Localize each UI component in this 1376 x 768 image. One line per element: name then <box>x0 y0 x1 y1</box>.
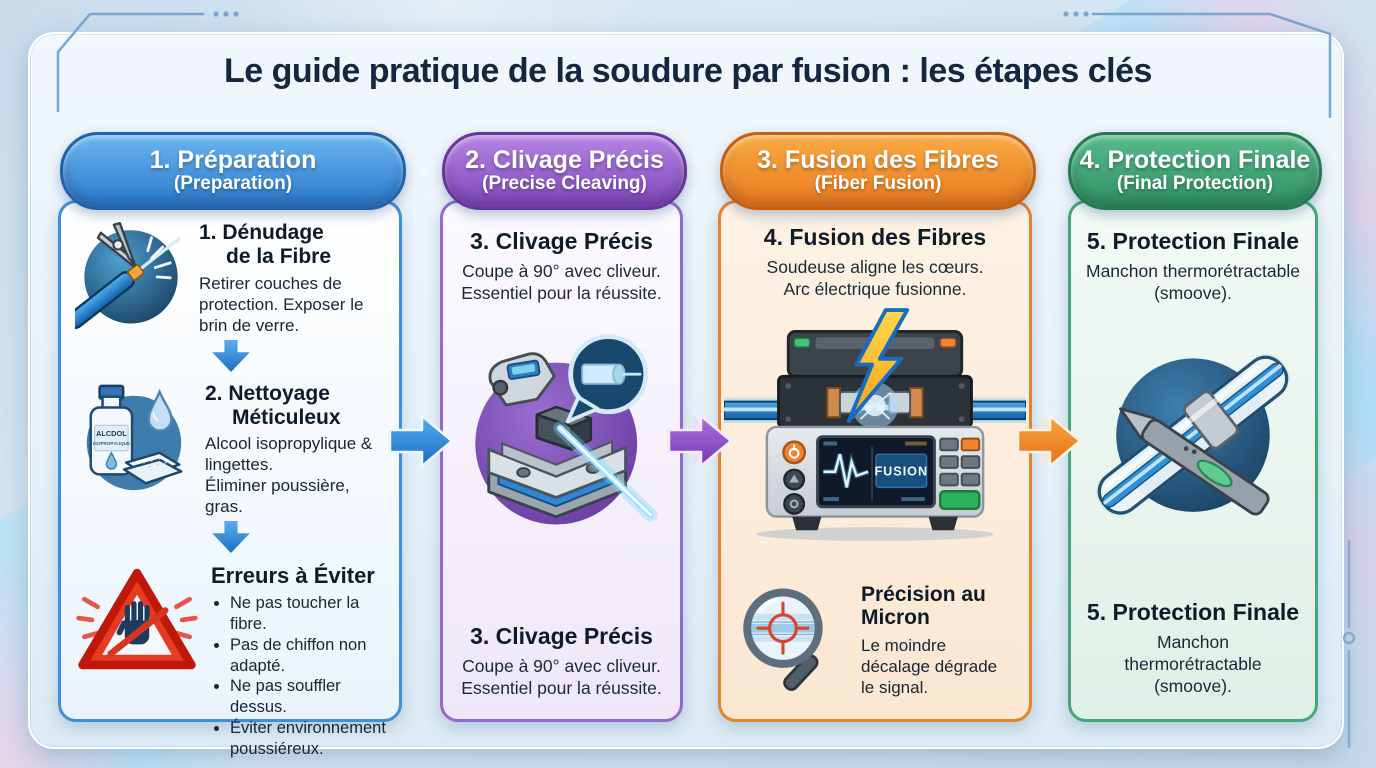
step-nettoyage: ALCDOL ISOPROPYLIQUE 2. Nettoyage Méticu… <box>75 380 387 519</box>
fusion-top-text: 4. Fusion des Fibres Soudeuse aligne les… <box>763 224 987 300</box>
block-title: 4. Fusion des Fibres <box>763 224 987 250</box>
fiber-cleaver-icon <box>456 326 668 543</box>
step-title: 2. Nettoyage Méticuleux <box>205 381 341 429</box>
block-body: Manchon thermorétractable (smoove). <box>1124 631 1262 696</box>
down-arrow-icon <box>211 521 251 558</box>
flow-arrow-2-icon <box>661 409 733 478</box>
bullet-item: Pas de chiffon non adapté. <box>230 635 387 677</box>
header-title: 2. Clivage Précis <box>465 146 664 175</box>
column-cleaving: 3. Clivage Précis Coupe à 90° avec clive… <box>440 200 683 722</box>
fusion-precision-row: Précision au Micron Le moindre décalage … <box>727 580 1023 701</box>
block-title: 5. Protection Finale <box>1086 228 1300 254</box>
block-body: Soudeuse aligne les cœurs. Arc électriqu… <box>766 257 984 300</box>
block-body: Manchon thermorétractable (smoove). <box>1086 261 1300 304</box>
column-protection: 5. Protection Finale Manchon thermorétra… <box>1068 200 1318 722</box>
step-body: Alcool isopropylique & lingettes. Élimin… <box>205 434 373 517</box>
micron-magnifier-icon <box>733 580 849 701</box>
down-arrow-icon <box>211 339 251 377</box>
bullet-item: Ne pas souffler dessus. <box>230 676 387 718</box>
header-title: 3. Fusion des Fibres <box>757 146 999 175</box>
block-title: 5. Protection Finale <box>1086 598 1300 625</box>
protection-top-text: 5. Protection Finale Manchon thermorétra… <box>1086 228 1300 304</box>
page-title: Le guide pratique de la soudure par fusi… <box>224 52 1152 90</box>
column-fusion: 4. Fusion des Fibres Soudeuse aligne les… <box>718 200 1032 722</box>
column-header-fusion: 3. Fusion des Fibres (Fiber Fusion) <box>720 132 1036 210</box>
fiber-stripper-icon <box>66 219 187 336</box>
block-body: Coupe à 90° avec cliveur. Essentiel pour… <box>461 655 662 698</box>
step-title: 1. Dénudage de la Fibre <box>199 221 332 268</box>
heat-shrink-sleeve-icon <box>1090 334 1296 545</box>
column-header-protection: 4. Protection Finale (Final Protection) <box>1068 132 1322 210</box>
flow-arrow-3-icon <box>1010 409 1082 478</box>
bottle-label-line1: ALCDOL <box>96 429 127 438</box>
block-title: 3. Clivage Précis <box>470 622 653 649</box>
fusion-splicer-icon: FUSION <box>723 308 1027 547</box>
protection-bottom-text: 5. Protection Finale Manchon thermorétra… <box>1086 598 1300 697</box>
cleaving-top-text: 3. Clivage Précis Coupe à 90° avec clive… <box>461 228 662 304</box>
splicer-screen-label: FUSION <box>874 465 928 479</box>
step-denudage: 1. Dénudage de la Fibre Retirer couches … <box>66 219 387 337</box>
cleaving-bottom-text: 3. Clivage Précis Coupe à 90° avec clive… <box>461 622 662 699</box>
step-erreurs: Erreurs à Éviter Ne pas toucher la fibre… <box>75 561 387 759</box>
column-preparation: 1. Dénudage de la Fibre Retirer couches … <box>58 200 402 758</box>
block-body: Coupe à 90° avec cliveur. Essentiel pour… <box>461 261 662 304</box>
block-title: 3. Clivage Précis <box>470 228 653 254</box>
header-subtitle: (Precise Cleaving) <box>482 173 647 195</box>
flow-arrow-1-icon <box>382 409 454 478</box>
error-bullet-list: Ne pas toucher la fibre. Pas de chiffon … <box>211 593 387 759</box>
cleaning-supplies-icon: ALCDOL ISOPROPYLIQUE <box>75 380 193 503</box>
block-title: Précision au Micron <box>861 582 986 630</box>
bullet-item: Ne pas toucher la fibre. <box>230 593 387 635</box>
header-subtitle: (Fiber Fusion) <box>814 173 942 195</box>
step-body: Retirer couches de protection. Exposer l… <box>199 273 364 335</box>
header-title: 4. Protection Finale <box>1079 146 1311 175</box>
header-title: 1. Préparation <box>149 146 317 175</box>
block-body: Le moindre décalage dégrade le signal. <box>861 635 998 698</box>
column-header-preparation: 1. Préparation (Preparation) <box>60 132 406 210</box>
step-title: Erreurs à Éviter <box>211 563 375 589</box>
bullet-item: Éviter environnement poussiéreux. <box>230 718 387 760</box>
column-header-cleaving: 2. Clivage Précis (Precise Cleaving) <box>442 132 687 210</box>
warning-no-touch-icon <box>75 561 199 682</box>
header-subtitle: (Final Protection) <box>1116 173 1274 195</box>
header-subtitle: (Preparation) <box>173 173 293 195</box>
bottle-label-line2: ISOPROPYLIQUE <box>93 440 130 445</box>
